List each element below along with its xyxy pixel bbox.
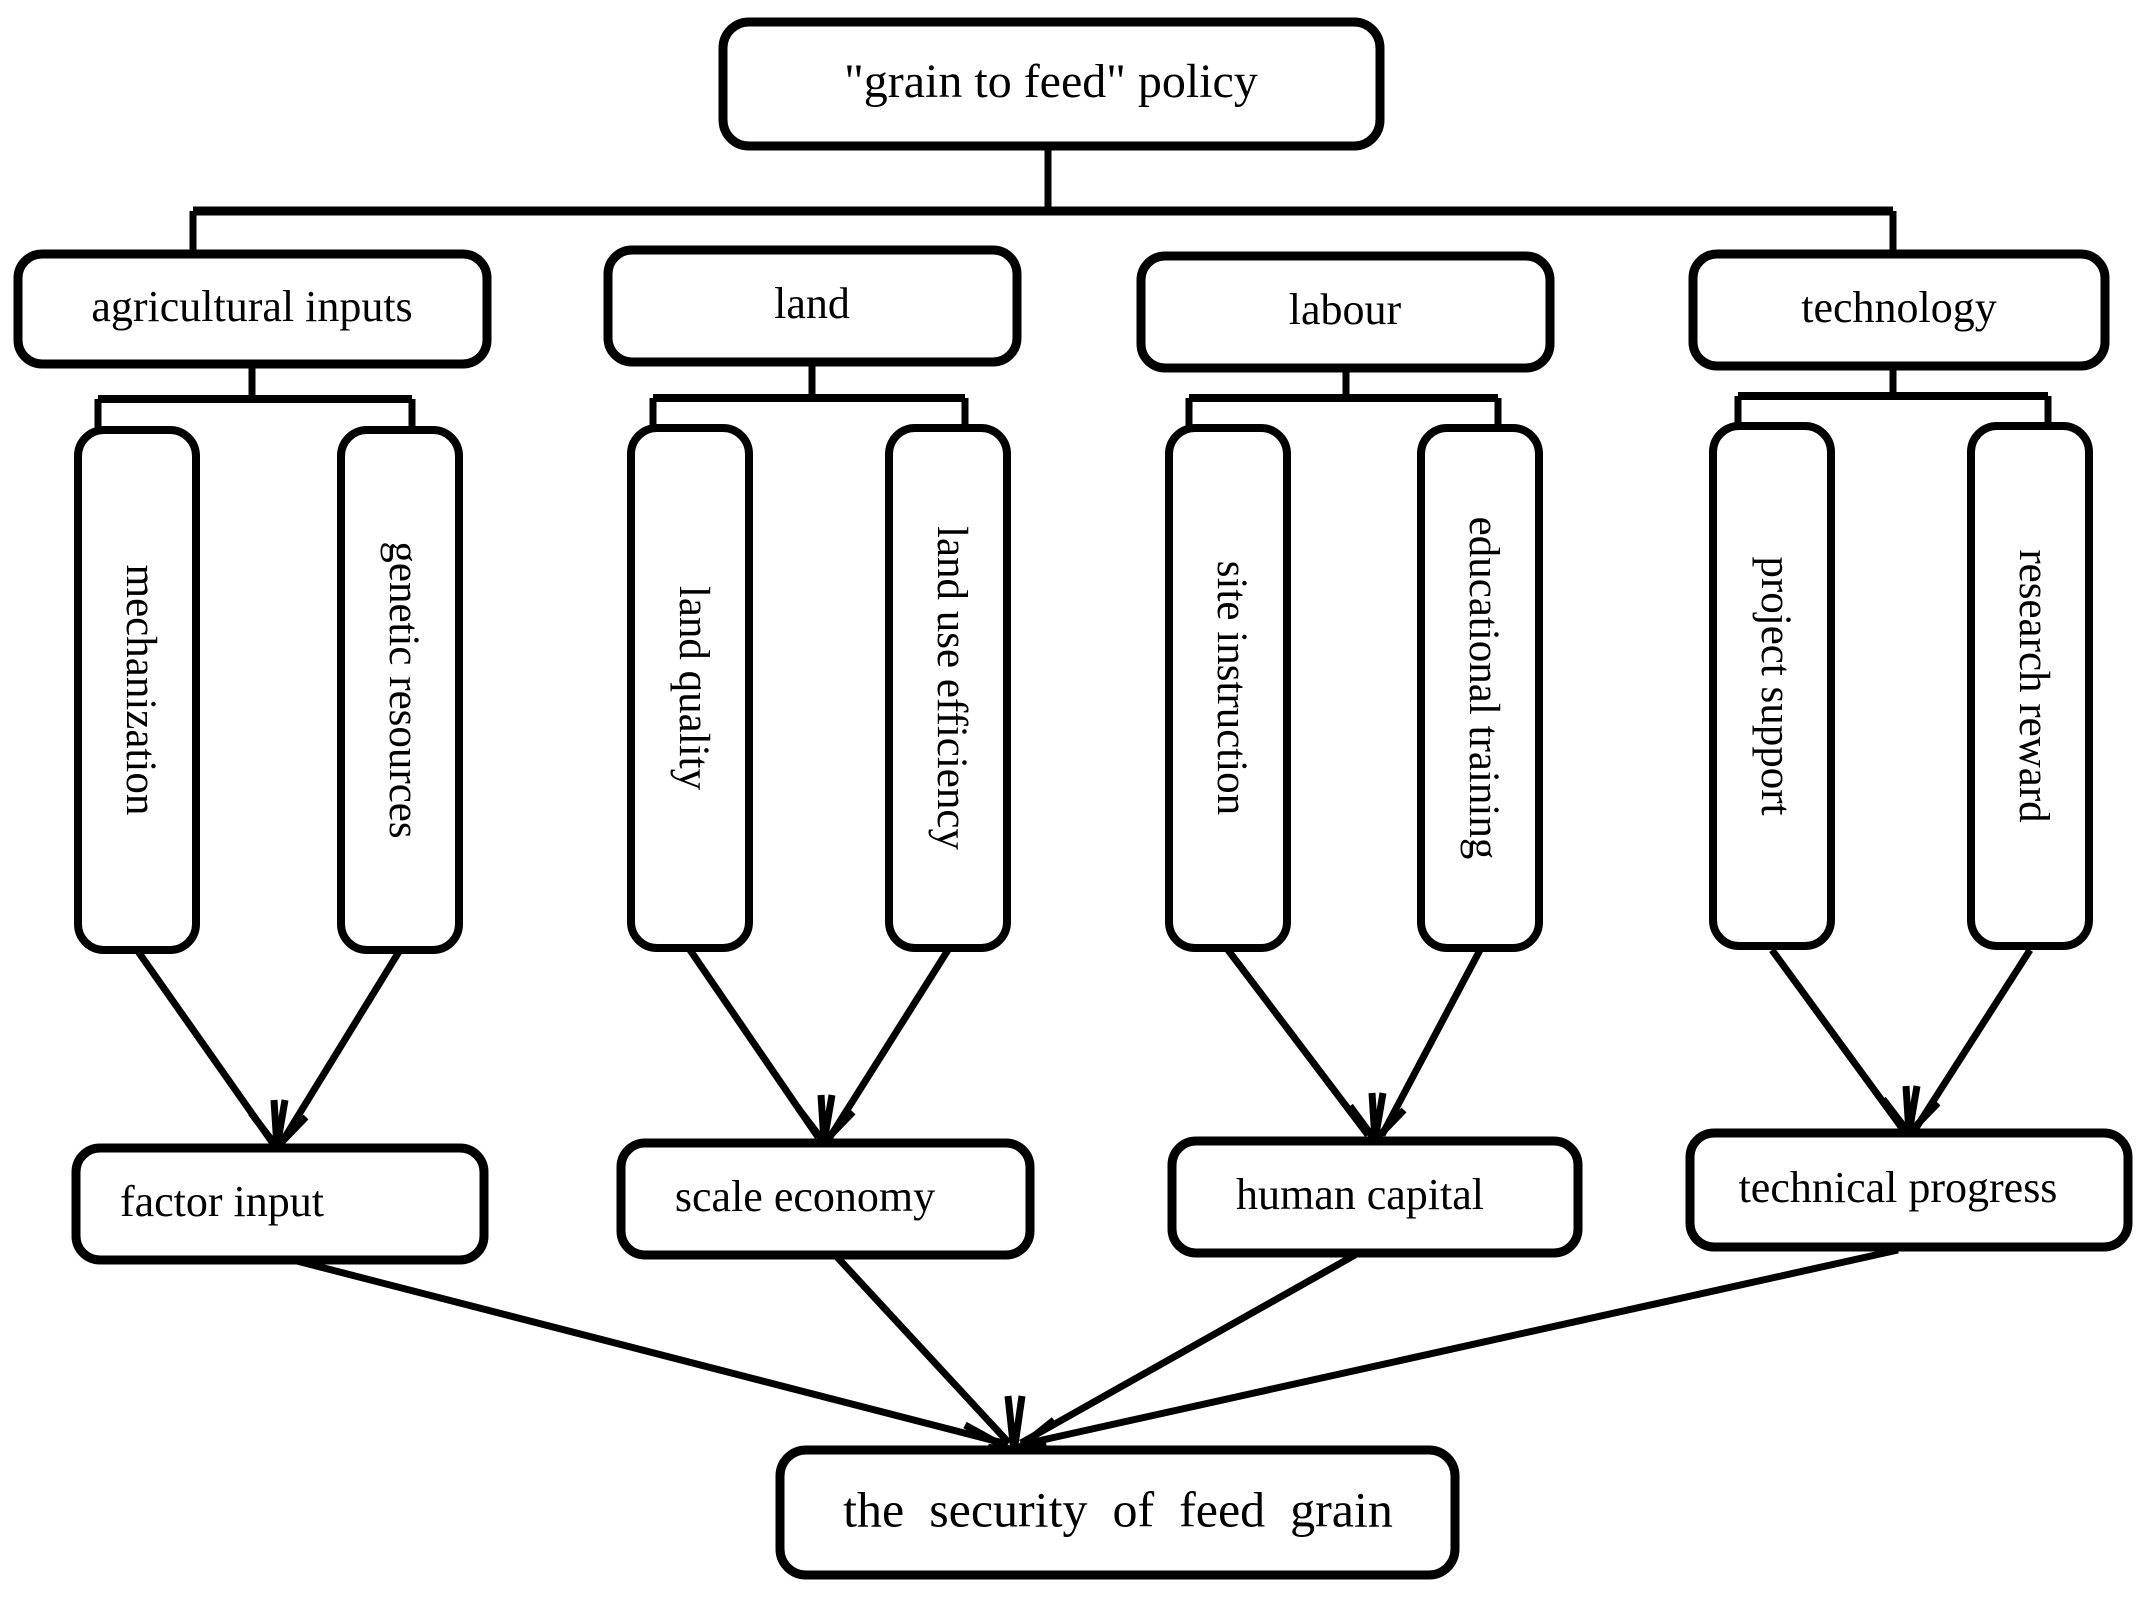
node-research-reward[interactable]: research reward <box>1967 422 2093 950</box>
node-policy-shape <box>718 17 1385 151</box>
node-land-use-efficiency[interactable]: land use efficiency <box>885 424 1011 952</box>
connector-layer <box>94 146 2052 1457</box>
node-site-instruction-shape <box>1165 424 1291 952</box>
node-factor-input[interactable]: factor input <box>71 1143 489 1265</box>
node-agricultural-inputs-shape <box>13 249 492 369</box>
node-research-reward-label: research reward <box>2010 549 2057 822</box>
node-project-support-label: project support <box>1752 556 1799 815</box>
arrow-educational-training-to-human-capital <box>1378 948 1484 1137</box>
node-agricultural-inputs-label: agricultural inputs <box>91 282 412 331</box>
arrowhead-factor-input <box>248 1099 309 1153</box>
arrow-project-support-to-technical-progress <box>1769 947 1905 1131</box>
arrow-human-capital-to-security <box>1019 1251 1357 1447</box>
node-genetic-resources-shape <box>337 426 463 954</box>
node-technology-shape <box>1688 249 2110 371</box>
node-land-use-efficiency-label: land use efficiency <box>928 526 975 850</box>
node-scale-economy-shape <box>616 1138 1035 1260</box>
node-factor-input-shape <box>71 1143 489 1265</box>
arrow-factor-input-to-security <box>292 1256 1004 1447</box>
arrow-land-quality-to-scale-economy <box>687 948 821 1139</box>
arrow-research-reward-to-technical-progress <box>1913 948 2033 1130</box>
node-labour-shape <box>1136 251 1555 373</box>
arrowhead-feed-grain-security <box>963 1395 1057 1457</box>
node-feed-grain-security[interactable]: the security of feed grain <box>775 1445 1460 1580</box>
node-scale-economy[interactable]: scale economy <box>616 1138 1035 1260</box>
node-agricultural-inputs[interactable]: agricultural inputs <box>13 249 492 369</box>
node-policy[interactable]: "grain to feed" policy <box>718 17 1385 151</box>
arrow-land-use-efficiency-to-scale-economy <box>827 948 951 1139</box>
node-technology[interactable]: technology <box>1688 249 2110 371</box>
node-land-quality-label: land quality <box>670 586 717 791</box>
node-educational-training[interactable]: educational training <box>1417 424 1543 952</box>
node-policy-label: "grain to feed" policy <box>844 55 1258 108</box>
node-mechanization[interactable]: mechanization <box>74 426 200 954</box>
node-mechanization-shape <box>74 426 200 954</box>
arrowhead-human-capital <box>1347 1092 1407 1146</box>
node-labour-label: labour <box>1289 285 1402 334</box>
node-human-capital-label: human capital <box>1236 1170 1484 1219</box>
node-site-instruction-label: site instruction <box>1208 561 1255 815</box>
arrow-mechanization-to-factor-input <box>134 947 275 1145</box>
node-feed-grain-security-shape <box>775 1445 1460 1580</box>
node-land[interactable]: land <box>603 245 1022 367</box>
node-technical-progress-label: technical progress <box>1739 1163 2058 1212</box>
node-research-reward-shape <box>1967 422 2093 950</box>
arrow-site-instruction-to-human-capital <box>1225 947 1371 1138</box>
node-labour[interactable]: labour <box>1136 251 1555 373</box>
node-project-support[interactable]: project support <box>1709 422 1835 950</box>
arrowhead-scale-economy <box>795 1094 856 1148</box>
node-human-capital[interactable]: human capital <box>1167 1136 1583 1258</box>
node-technical-progress[interactable]: technical progress <box>1685 1128 2133 1252</box>
node-factor-input-label: factor input <box>120 1177 324 1226</box>
node-project-support-shape <box>1709 422 1835 950</box>
node-educational-training-shape <box>1417 424 1543 952</box>
arrowhead-technical-progress <box>1880 1085 1941 1139</box>
node-human-capital-shape <box>1167 1136 1583 1258</box>
node-site-instruction[interactable]: site instruction <box>1165 424 1291 952</box>
node-land-label: land <box>774 279 850 328</box>
arrow-genetic-resources-to-factor-input <box>279 948 403 1144</box>
arrow-technical-progress-to-security <box>1028 1246 1899 1447</box>
node-mechanization-label: mechanization <box>117 565 164 816</box>
node-educational-training-label: educational training <box>1460 517 1507 860</box>
node-land-use-efficiency-shape <box>885 424 1011 952</box>
node-scale-economy-label: scale economy <box>675 1172 935 1221</box>
node-land-shape <box>603 245 1022 367</box>
node-feed-grain-security-label: the security of feed grain <box>843 1481 1393 1537</box>
node-land-quality[interactable]: land quality <box>627 424 753 952</box>
node-genetic-resources[interactable]: genetic resources <box>337 426 463 954</box>
node-land-quality-shape <box>627 424 753 952</box>
arrow-scale-economy-to-security <box>834 1254 1012 1446</box>
node-genetic-resources-label: genetic resources <box>380 541 427 838</box>
node-technical-progress-shape <box>1685 1128 2133 1252</box>
node-technology-label: technology <box>1801 283 1997 332</box>
